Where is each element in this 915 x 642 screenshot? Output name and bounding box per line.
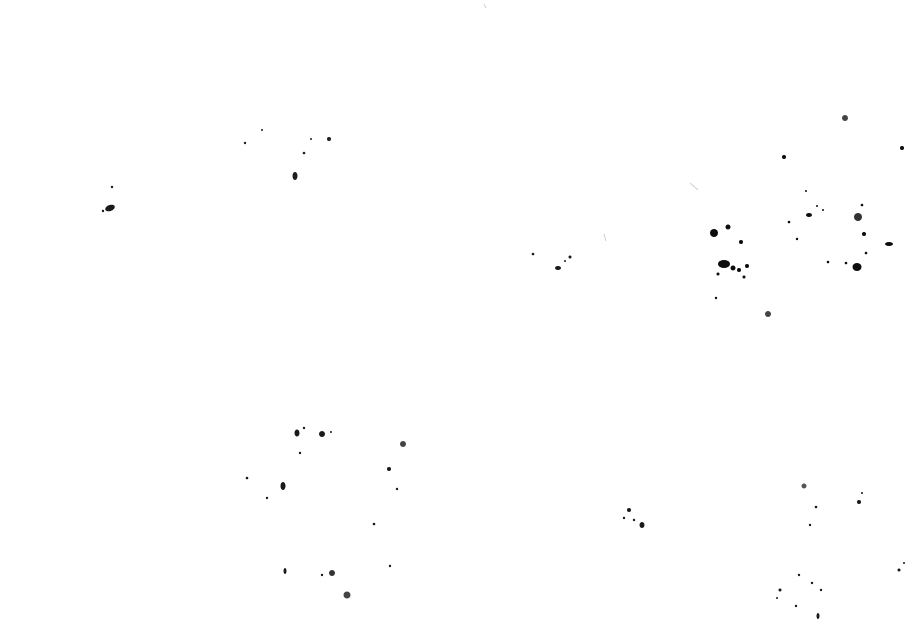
speck <box>388 564 392 568</box>
speck <box>243 141 247 145</box>
speck <box>302 151 306 155</box>
speck <box>310 138 312 140</box>
speck <box>782 155 786 159</box>
speck <box>302 426 306 430</box>
speck <box>795 237 799 241</box>
speck <box>568 255 572 259</box>
faint-stroke <box>483 3 487 9</box>
speck <box>745 264 749 268</box>
speck <box>372 522 376 526</box>
speck <box>765 311 771 317</box>
speck <box>627 508 631 512</box>
speck <box>101 209 105 213</box>
speck <box>816 205 818 207</box>
speck <box>826 260 830 264</box>
speck <box>343 591 351 599</box>
speck <box>822 209 824 211</box>
speck <box>787 220 791 224</box>
speck <box>862 232 866 236</box>
speck <box>622 516 626 520</box>
speck <box>844 261 848 265</box>
speck <box>794 604 798 608</box>
speck <box>261 129 263 131</box>
speck <box>555 266 561 270</box>
speck <box>632 518 636 522</box>
speck <box>903 562 905 564</box>
speck <box>716 272 720 276</box>
speck <box>816 613 820 619</box>
cluster-upper-left-2 <box>243 129 331 180</box>
speck <box>283 568 287 574</box>
speck <box>808 523 812 527</box>
cluster-top-right <box>710 115 904 317</box>
speck <box>245 476 249 480</box>
speck <box>280 482 286 490</box>
speck <box>860 203 864 207</box>
speck <box>710 229 718 237</box>
speck <box>854 213 862 221</box>
faint-stroke <box>603 233 607 242</box>
speck <box>298 451 302 455</box>
cluster-bottom-right <box>776 483 905 619</box>
speck <box>730 265 736 271</box>
speck <box>857 500 861 504</box>
speck <box>387 467 391 471</box>
speck <box>739 240 743 244</box>
speck <box>801 483 807 489</box>
speck <box>725 224 731 230</box>
speck <box>900 146 904 150</box>
cluster-top-left <box>101 185 115 213</box>
speck <box>805 190 807 192</box>
speck <box>330 431 332 433</box>
speck <box>814 505 818 509</box>
speck <box>400 441 406 447</box>
faint-stroke <box>689 182 699 191</box>
speck <box>320 573 324 577</box>
speck <box>737 268 741 272</box>
speck <box>639 522 645 528</box>
speck <box>105 204 115 212</box>
speck <box>110 185 114 189</box>
speck <box>852 263 862 271</box>
speck <box>806 213 812 217</box>
speck <box>742 275 746 279</box>
speck <box>294 429 300 437</box>
speck <box>897 568 901 572</box>
speck <box>819 588 823 592</box>
cluster-center <box>531 252 572 270</box>
faint-marks <box>483 3 699 242</box>
speck <box>395 487 399 491</box>
speck <box>714 296 718 300</box>
speck <box>776 597 778 599</box>
speck <box>329 570 335 576</box>
speck <box>531 252 535 256</box>
speck <box>718 260 730 268</box>
speck <box>861 492 863 494</box>
speck <box>842 115 848 121</box>
speck <box>778 588 782 592</box>
speck <box>797 573 801 577</box>
speck <box>319 431 325 437</box>
cluster-bottom-center <box>622 508 645 528</box>
speck <box>265 496 269 500</box>
speck <box>564 260 566 262</box>
speck <box>292 172 298 180</box>
speck <box>327 137 331 141</box>
speck <box>885 242 893 246</box>
speck <box>864 251 868 255</box>
speck <box>810 581 814 585</box>
cluster-bottom-left <box>245 426 406 599</box>
